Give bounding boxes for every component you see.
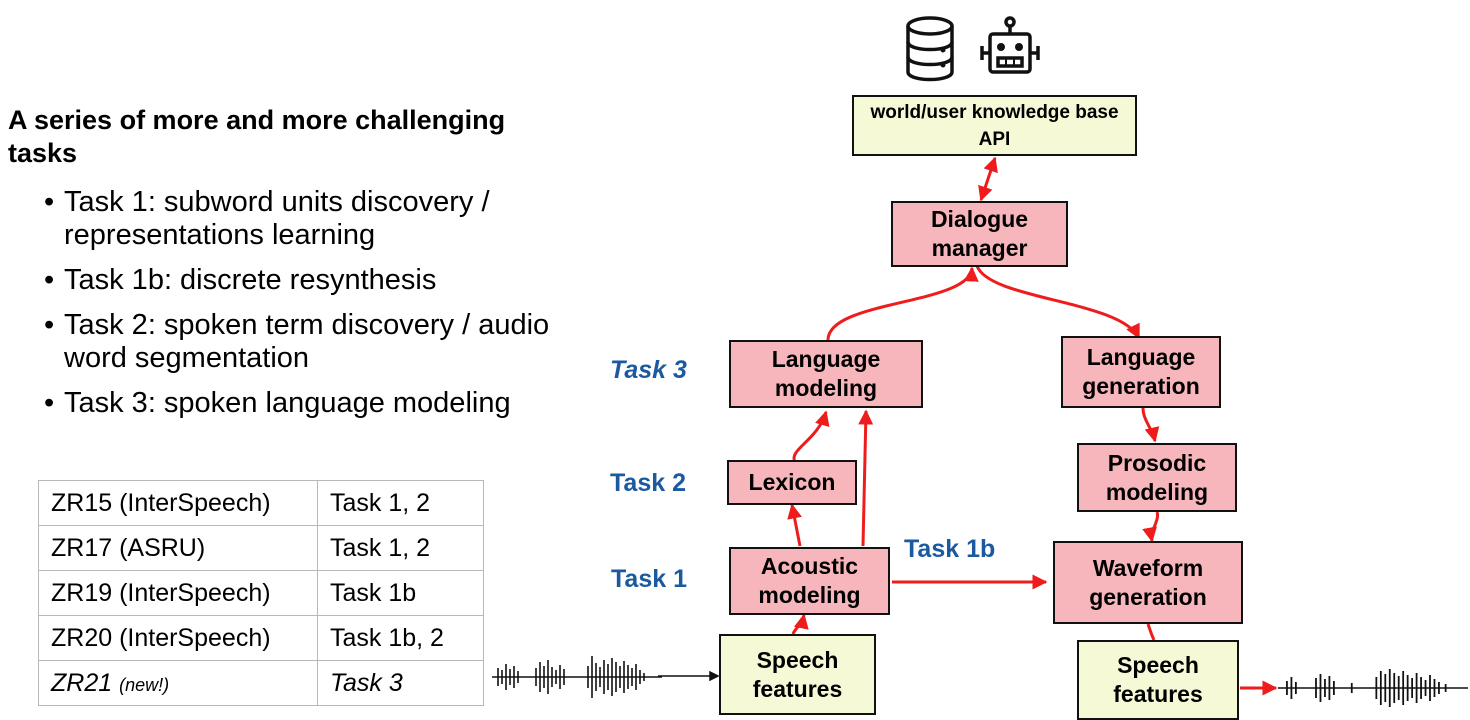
table-row: ZR19 (InterSpeech) Task 1b — [38, 570, 484, 616]
lexicon-box: Lexicon — [727, 460, 857, 505]
table-row: ZR21 (new!) Task 3 — [38, 660, 484, 706]
challenge-name: ZR19 (InterSpeech) — [38, 570, 318, 616]
waveform-generation-box: Waveform generation — [1053, 541, 1243, 624]
acoustic-to-lm-arrow — [858, 409, 874, 547]
database-icon — [906, 16, 954, 82]
task-list-item: •Task 2: spoken term discovery / audio w… — [44, 309, 550, 374]
dialogue-to-generation-arrow — [975, 265, 1141, 340]
waveform-icon — [1278, 669, 1468, 707]
dialogue-manager-box: Dialogue manager — [891, 201, 1068, 267]
knowledge-base-box: world/user knowledge base API — [852, 95, 1137, 156]
task-list: •Task 1: subword units discovery / repre… — [44, 186, 604, 432]
lexicon-to-lm-arrow — [792, 410, 830, 463]
task-list-item: •Task 3: spoken language modeling — [44, 387, 511, 419]
acoustic-modeling-box: Acoustic modeling — [729, 547, 890, 615]
new-note: (new!) — [119, 674, 170, 695]
language-generation-box: Language generation — [1061, 336, 1221, 408]
waveform-to-features-arrow — [1146, 623, 1156, 641]
speech-features-input-box: Speech features — [719, 634, 876, 715]
challenge-tasks: Task 1, 2 — [317, 525, 484, 571]
task1-label: Task 1 — [611, 565, 687, 593]
language-modeling-box: Language modeling — [729, 340, 923, 408]
prosodic-to-waveform-arrow — [1142, 511, 1160, 543]
task1b-label: Task 1b — [904, 535, 996, 563]
task-list-item: •Task 1: subword units discovery / repre… — [44, 186, 490, 251]
input-waveform-arrowhead — [709, 670, 720, 682]
page-heading: A series of more and more challenging ta… — [8, 105, 506, 168]
challenge-tasks: Task 1b — [317, 570, 484, 616]
challenge-table: ZR15 (InterSpeech) Task 1, 2 ZR17 (ASRU)… — [38, 480, 484, 706]
task-list-item: •Task 1b: discrete resynthesis — [44, 264, 437, 296]
lm-to-dialogue-arrow — [826, 266, 979, 341]
challenge-tasks: Task 1b, 2 — [317, 615, 484, 661]
features-to-acoustic-arrow — [791, 613, 809, 635]
challenge-name: ZR21 (new!) — [38, 660, 318, 706]
speech-features-output-box: Speech features — [1077, 640, 1239, 720]
prosodic-modeling-box: Prosodic modeling — [1077, 443, 1237, 512]
generation-to-prosodic-arrow — [1141, 407, 1160, 443]
task3-label: Task 3 — [610, 356, 687, 384]
kb-dialogue-arrow — [978, 156, 998, 202]
robot-icon — [980, 16, 1040, 74]
challenge-tasks: Task 3 — [317, 660, 484, 706]
acoustic-to-lexicon-arrow — [787, 503, 802, 547]
task2-label: Task 2 — [610, 469, 686, 497]
waveform-icon — [492, 656, 662, 698]
